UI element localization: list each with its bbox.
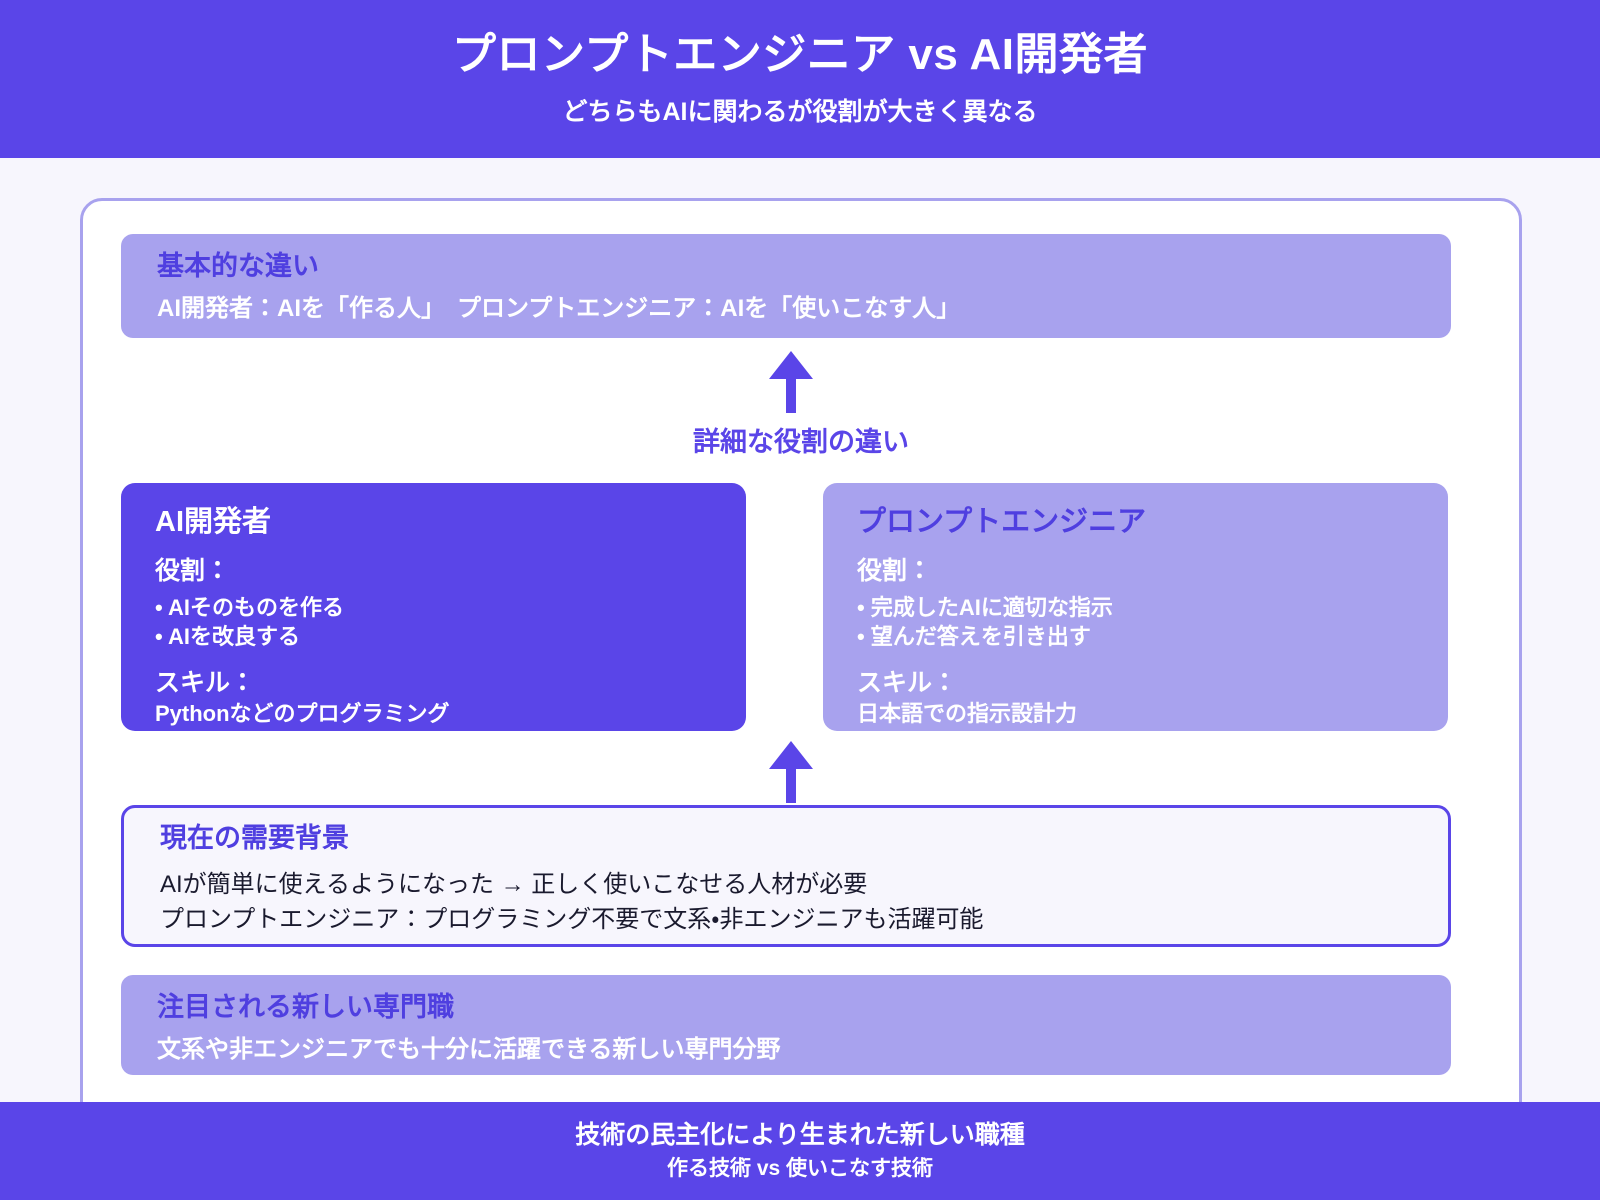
footer-primary-text: 技術の民主化により生まれた新しい職種 <box>575 1121 1025 1150</box>
card-ai-developer-title: AI開発者 <box>155 506 272 538</box>
diagram-container: 基本的な違い AI開発者：AIを「作る人」 プロンプトエンジニア：AIを「使いこ… <box>80 198 1522 1128</box>
page-subtitle: どちらもAIに関わるが役割が大きく異なる <box>562 98 1038 127</box>
basic-difference-body: AI開発者：AIを「作る人」 プロンプトエンジニア：AIを「使いこなす人」 <box>157 294 961 322</box>
spotlight-title: 注目される新しい専門職 <box>157 992 454 1022</box>
page-footer: 技術の民主化により生まれた新しい職種 作る技術 vs 使いこなす技術 <box>0 1102 1600 1200</box>
spotlight-body: 文系や非エンジニアでも十分に活躍できる新しい専門分野 <box>157 1035 781 1063</box>
card-ai-developer-skill-value: Pythonなどのプログラミング <box>155 701 450 727</box>
footer-secondary-text: 作る技術 vs 使いこなす技術 <box>666 1157 934 1181</box>
card-prompt-engineer-title: プロンプトエンジニア <box>857 506 1147 538</box>
page-header: プロンプトエンジニア vs AI開発者 どちらもAIに関わるが役割が大きく異なる <box>0 0 1600 158</box>
card-ai-developer: AI開発者 役割： AIそのものを作る AIを改良する スキル： Pythonな… <box>121 483 746 731</box>
card-ai-developer-bullets: AIそのものを作る AIを改良する <box>155 593 712 652</box>
spotlight-box: 注目される新しい専門職 文系や非エンジニアでも十分に活躍できる新しい専門分野 <box>121 975 1451 1075</box>
arrow-stem-shape <box>786 378 796 413</box>
demand-background-box: 現在の需要背景 AIが簡単に使えるようになった → 正しく使いこなせる人材が必要… <box>121 805 1451 947</box>
demand-line-2: プロンプトエンジニア：プログラミング不要で文系・非エンジニアも活躍可能 <box>160 905 984 933</box>
arrow-label-role-difference: 詳細な役割の違い <box>693 427 909 457</box>
arrow-up-icon-bottom <box>769 741 813 803</box>
list-item: 完成したAIに適切な指示 <box>857 593 1414 623</box>
card-prompt-engineer: プロンプトエンジニア 役割： 完成したAIに適切な指示 望んだ答えを引き出す ス… <box>823 483 1448 731</box>
card-ai-developer-skill-label: スキル： <box>155 669 256 698</box>
list-item: 望んだ答えを引き出す <box>857 622 1414 652</box>
card-prompt-engineer-skill-label: スキル： <box>857 669 958 698</box>
arrow-up-icon-top <box>769 351 813 413</box>
page-title: プロンプトエンジニア vs AI開発者 <box>452 30 1148 80</box>
arrow-stem-shape <box>786 768 796 803</box>
list-item: AIを改良する <box>155 622 712 652</box>
card-prompt-engineer-bullets: 完成したAIに適切な指示 望んだ答えを引き出す <box>857 593 1414 652</box>
list-item: AIそのものを作る <box>155 593 712 623</box>
card-ai-developer-role-label: 役割： <box>155 556 231 585</box>
demand-line-1: AIが簡単に使えるようになった → 正しく使いこなせる人材が必要 <box>160 870 868 898</box>
card-prompt-engineer-role-label: 役割： <box>857 556 933 585</box>
card-prompt-engineer-skill-value: 日本語での指示設計力 <box>857 701 1078 727</box>
arrow-head-shape <box>769 351 813 379</box>
arrow-head-shape <box>769 741 813 769</box>
basic-difference-box: 基本的な違い AI開発者：AIを「作る人」 プロンプトエンジニア：AIを「使いこ… <box>121 234 1451 338</box>
demand-title: 現在の需要背景 <box>160 823 349 853</box>
basic-difference-title: 基本的な違い <box>157 251 319 281</box>
